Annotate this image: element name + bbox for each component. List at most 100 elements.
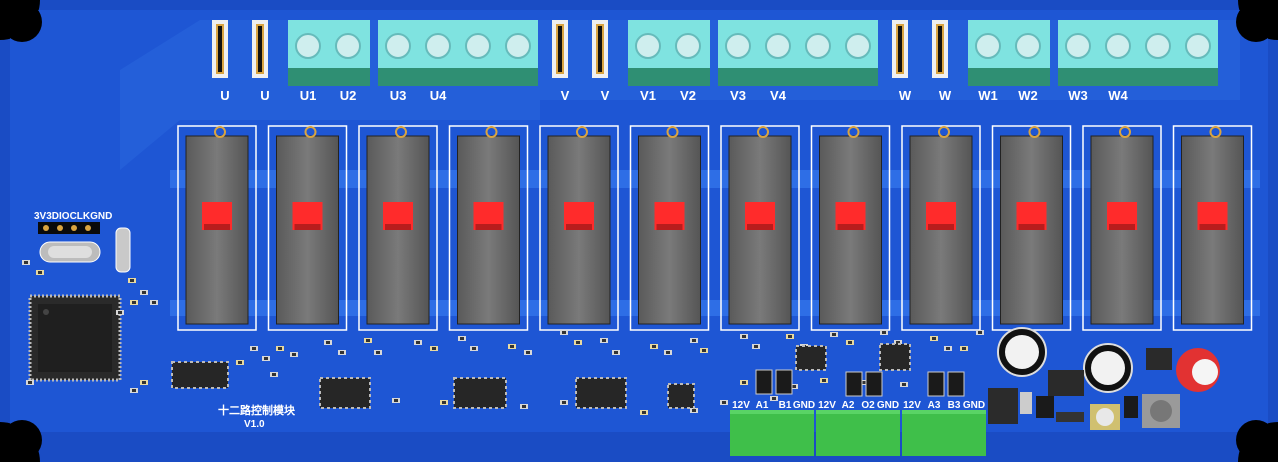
relay-led-base: [385, 224, 411, 230]
power-section: [988, 327, 1220, 430]
smd-part-body: [692, 409, 696, 412]
relay: [358, 125, 438, 331]
relay-led-base: [204, 224, 230, 230]
relay-led-base: [1018, 224, 1045, 230]
terminal-label-w: W: [939, 88, 952, 103]
power-label-gnd: GND: [793, 400, 815, 411]
terminal-label-u2: U2: [340, 88, 357, 103]
relay-outline: [267, 125, 348, 331]
terminal-screw: [465, 33, 491, 59]
terminal-label-w4: W4: [1108, 88, 1128, 103]
smd-part-body: [792, 385, 796, 388]
smd-part-body: [264, 357, 268, 360]
smd-part-body: [118, 311, 122, 314]
relay: [720, 125, 800, 331]
terminal-label-w1: W1: [978, 88, 998, 103]
smd-part-body: [252, 347, 256, 350]
jumper-cap: [598, 26, 602, 72]
terminal-label-v1: V1: [640, 88, 656, 103]
smd-part-body: [788, 335, 792, 338]
relay-outline: [358, 125, 438, 331]
terminal-screw: [385, 33, 411, 59]
terminal-label-u1: U1: [300, 88, 317, 103]
relay-pad: [1209, 126, 1222, 138]
smd-part-body: [292, 353, 296, 356]
relay: [810, 125, 891, 331]
smd-part-body: [946, 347, 950, 350]
driver-ic: [879, 343, 911, 371]
relay-led-base: [837, 224, 864, 230]
terminal-screw: [295, 33, 321, 59]
relay-led-base: [294, 224, 321, 230]
smd-part-body: [416, 341, 420, 344]
power-label-12v: 12V: [903, 400, 921, 411]
relay: [448, 125, 529, 331]
power-label-b1: B1: [779, 400, 792, 411]
power-terminal-3: [902, 410, 986, 456]
relay: [1082, 125, 1162, 331]
tvs-diode: [865, 371, 883, 397]
smd-part-body: [772, 397, 776, 400]
terminal-screw: [505, 33, 531, 59]
driver-ic: [319, 377, 371, 409]
power-label-12v: 12V: [732, 400, 750, 411]
tvs-diode: [947, 371, 965, 397]
smd-part-body: [742, 381, 746, 384]
terminal-screw: [975, 33, 1001, 59]
relay-led-base: [747, 224, 773, 230]
smd-part-body: [326, 341, 330, 344]
relay-outline: [810, 125, 891, 331]
relay-led-base: [566, 224, 592, 230]
terminal-base: [1058, 68, 1218, 86]
smd-part-body: [340, 351, 344, 354]
terminal-label-w3: W3: [1068, 88, 1088, 103]
power-label-a1: A1: [756, 400, 769, 411]
power-label-gnd: GND: [963, 400, 985, 411]
terminal-label-u: U: [260, 88, 269, 103]
bus-strips: [170, 170, 1260, 316]
power-label-gnd: GND: [877, 400, 899, 411]
smd-part-body: [38, 271, 42, 274]
power-terminals: [730, 410, 986, 456]
terminal-screw: [1065, 33, 1091, 59]
relay-array: [177, 125, 1253, 331]
relay: [901, 125, 981, 331]
terminal-label-v2: V2: [680, 88, 696, 103]
jumper-cap: [558, 26, 562, 72]
relay-led-base: [1199, 224, 1226, 230]
relay-pad: [304, 126, 317, 138]
relay-outline: [1172, 125, 1253, 331]
tvs-diode: [775, 369, 793, 395]
driver-ic: [575, 377, 627, 409]
smd-part-body: [602, 339, 606, 342]
relay-pad: [666, 126, 679, 138]
smd-part-body: [28, 381, 32, 384]
smd-part-body: [432, 347, 436, 350]
power-label-o2: O2: [861, 400, 875, 411]
smd-part-body: [132, 389, 136, 392]
smd-part-body: [692, 339, 696, 342]
driver-ic: [171, 361, 229, 389]
smd-part-body: [130, 279, 134, 282]
smd-part-body: [978, 331, 982, 334]
relay-led-base: [1109, 224, 1135, 230]
smd-part-body: [460, 337, 464, 340]
terminal-label-u4: U4: [430, 88, 447, 103]
smd-part-body: [642, 411, 646, 414]
board-title: 十二路控制模块: [218, 403, 296, 417]
smd-part-body: [722, 401, 726, 404]
smd-part-body: [142, 381, 146, 384]
relay-pad: [847, 126, 860, 138]
smd-part-body: [272, 373, 276, 376]
terminal-screw: [1105, 33, 1131, 59]
relay-pad: [214, 126, 226, 138]
terminal-screw: [1145, 33, 1171, 59]
terminal-base: [628, 68, 710, 86]
smd-part-body: [702, 349, 706, 352]
smd-part-body: [510, 345, 514, 348]
relay-pad: [1028, 126, 1041, 138]
